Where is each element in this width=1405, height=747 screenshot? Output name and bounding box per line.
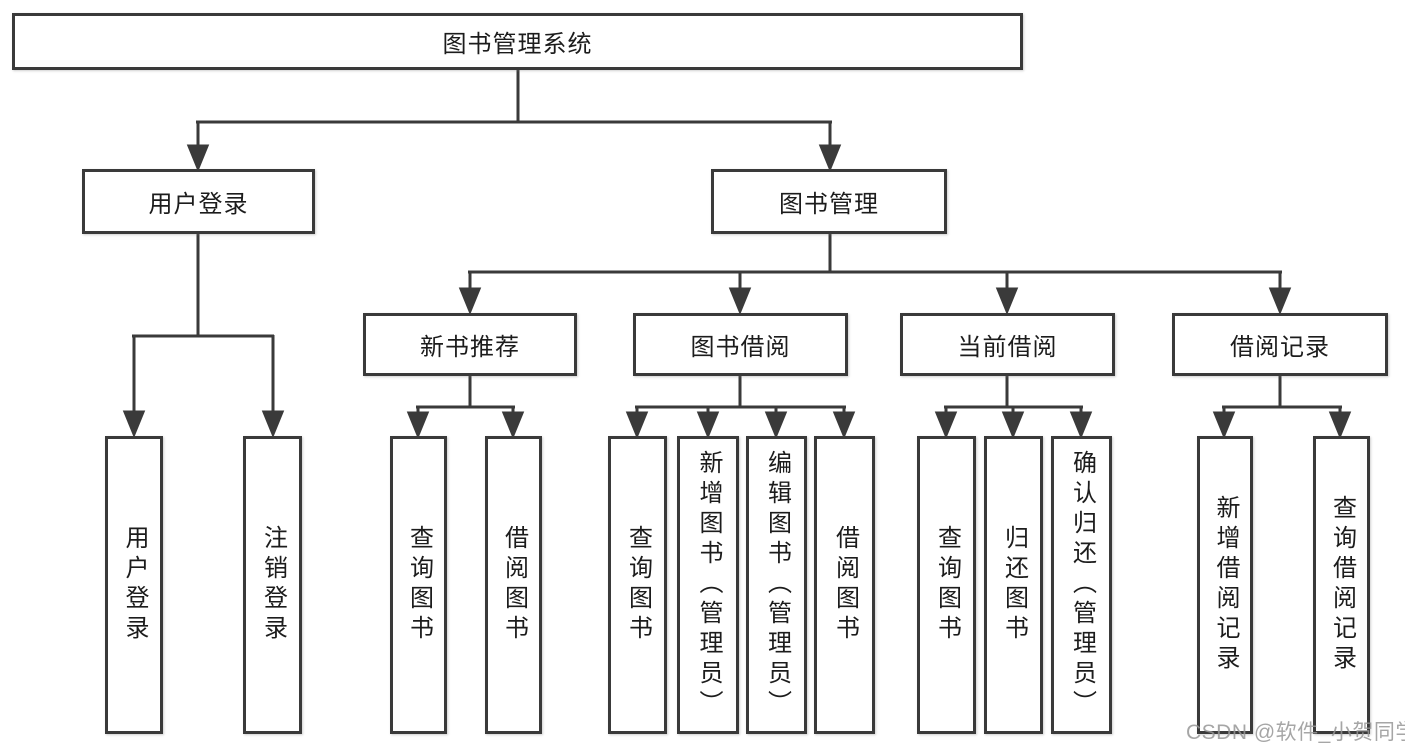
node-label: 借阅记录: [1230, 334, 1330, 361]
leaf-label: 新增借阅记录: [1212, 495, 1239, 675]
leaf-logout: 注销登录: [243, 436, 302, 734]
node-current-borrowing: 当前借阅: [900, 313, 1115, 376]
leaf-label: 用户登录: [121, 525, 148, 645]
node-label: 新书推荐: [420, 334, 520, 361]
connector-book-mgmt-to-level3: [458, 234, 1292, 315]
node-label: 当前借阅: [957, 334, 1058, 361]
leaf-label: 借阅图书: [500, 525, 528, 645]
leaf-label: 确认归还（管理员）: [1068, 450, 1096, 720]
connector-current-to-leaves: [934, 376, 1093, 439]
leaf-query-borrow-record: 查询借阅记录: [1313, 436, 1370, 734]
connector-record-to-leaves: [1212, 376, 1352, 439]
leaf-borrow-books: 借阅图书: [814, 436, 875, 734]
node-new-book-recommendation: 新书推荐: [363, 313, 577, 376]
leaf-edit-books-admin: 编辑图书（管理员）: [746, 436, 807, 734]
leaf-label: 归还图书: [1000, 525, 1028, 645]
node-library-management-system: 图书管理系统: [12, 13, 1023, 70]
node-label: 图书管理系统: [442, 31, 593, 58]
leaf-borrow-books-recommend: 借阅图书: [485, 436, 542, 734]
leaf-add-borrow-record: 新增借阅记录: [1197, 436, 1253, 734]
node-book-management: 图书管理: [711, 169, 947, 234]
connector-user-login-to-leaves: [122, 234, 285, 438]
leaf-label: 查询借阅记录: [1328, 495, 1356, 675]
csdn-watermark: CSDN @软件_小贺同学: [1186, 721, 1405, 744]
leaf-confirm-return-admin: 确认归还（管理员）: [1051, 436, 1112, 734]
leaf-user-login: 用户登录: [105, 436, 163, 734]
leaf-label: 注销登录: [259, 525, 287, 645]
node-label: 图书借阅: [690, 334, 791, 361]
leaf-query-books-recommend: 查询图书: [390, 436, 447, 734]
node-user-login: 用户登录: [82, 169, 315, 234]
leaf-add-books-admin: 新增图书（管理员）: [677, 436, 739, 734]
connector-new-book-to-leaves: [406, 376, 525, 439]
node-borrowing-records: 借阅记录: [1172, 313, 1388, 376]
node-label: 图书管理: [779, 191, 879, 218]
leaf-label: 借阅图书: [831, 525, 859, 645]
connector-borrow-to-leaves: [625, 376, 856, 439]
leaf-query-books-borrowing: 查询图书: [608, 436, 667, 734]
node-label: 用户登录: [148, 191, 249, 218]
leaf-query-books-current: 查询图书: [917, 436, 976, 734]
leaf-label: 查询图书: [933, 525, 961, 645]
leaf-label: 新增图书（管理员）: [695, 450, 722, 720]
connector-root-to-level2: [186, 69, 842, 172]
leaf-label: 查询图书: [624, 525, 652, 645]
leaf-return-books: 归还图书: [984, 436, 1043, 734]
node-book-borrowing: 图书借阅: [633, 313, 848, 376]
leaf-label: 查询图书: [405, 525, 433, 645]
leaf-label: 编辑图书（管理员）: [763, 450, 791, 720]
